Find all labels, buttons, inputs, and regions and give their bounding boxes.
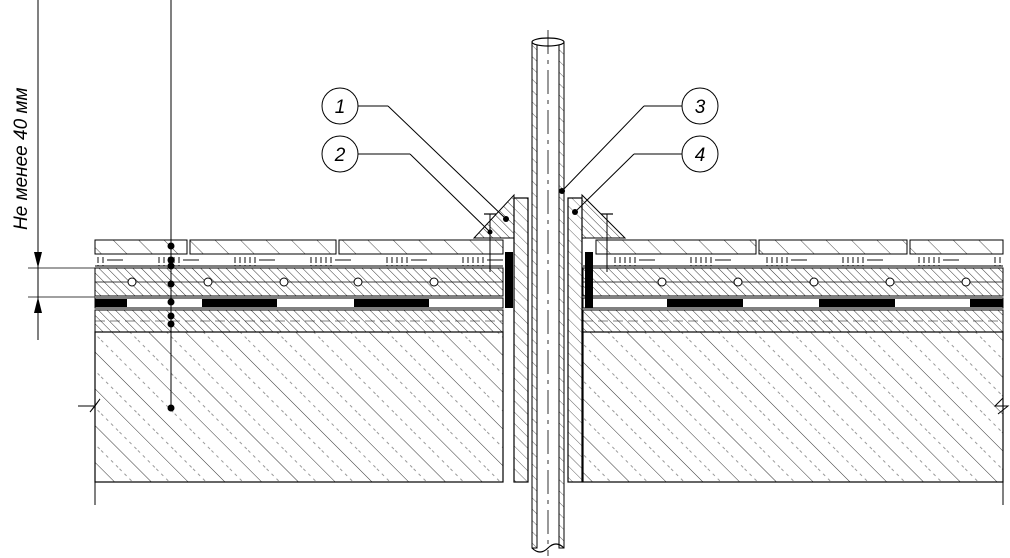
right-roof-section bbox=[582, 239, 1010, 505]
pipe bbox=[531, 30, 565, 556]
right-waterproofing-layer bbox=[582, 297, 1004, 309]
callout-3-bubble bbox=[681, 87, 719, 125]
left-tiles bbox=[94, 239, 504, 255]
right-concrete-slab bbox=[582, 331, 1004, 483]
right-tiles bbox=[595, 239, 1004, 255]
dimension-label: Не менее 40 мм bbox=[11, 88, 32, 231]
callout-1-bubble bbox=[321, 87, 359, 125]
left-roof-section bbox=[78, 239, 513, 505]
right-sleeve bbox=[567, 197, 583, 483]
left-concrete-slab bbox=[94, 331, 504, 483]
left-edge-sealant bbox=[505, 252, 513, 308]
left-adhesive-layer bbox=[95, 256, 503, 266]
callout-1: 1 bbox=[321, 87, 509, 222]
thickness-dimension: Не менее 40 мм bbox=[11, 0, 95, 340]
right-edge-sealant bbox=[585, 252, 593, 308]
callout-2-number: 2 bbox=[334, 145, 346, 166]
layer-leader bbox=[167, 0, 175, 412]
callout-1-number: 1 bbox=[335, 97, 346, 118]
left-waterproofing-layer bbox=[94, 297, 504, 309]
right-adhesive-layer bbox=[600, 256, 1003, 266]
callout-4: 4 bbox=[572, 135, 719, 215]
callout-2: 2 bbox=[321, 135, 491, 233]
callout-4-bubble bbox=[681, 135, 719, 173]
callout-2-bubble bbox=[321, 135, 359, 173]
right-sealant-fillet bbox=[581, 193, 627, 272]
callout-3: 3 bbox=[559, 87, 719, 194]
left-sleeve bbox=[513, 197, 529, 483]
callout-4-number: 4 bbox=[695, 145, 706, 166]
left-sealant-fillet bbox=[472, 193, 515, 272]
callout-3-number: 3 bbox=[695, 97, 706, 118]
